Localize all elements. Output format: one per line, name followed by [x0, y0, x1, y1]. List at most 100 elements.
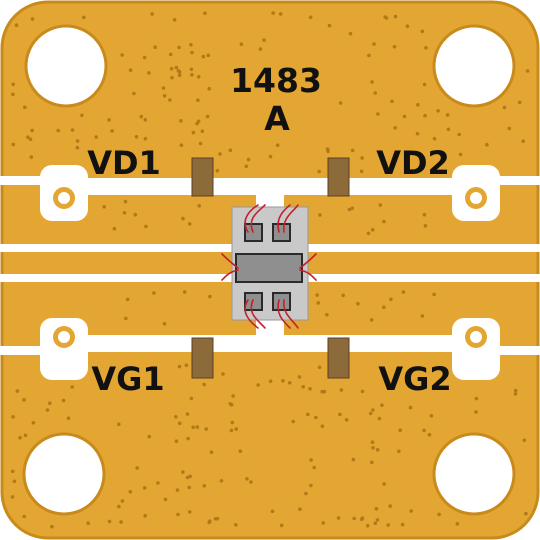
via-dot — [513, 392, 518, 396]
via-dot — [309, 458, 313, 462]
via-dot — [196, 98, 200, 102]
via-dot — [11, 142, 16, 147]
capacitor-vd2 — [327, 157, 350, 197]
via-dot — [374, 507, 379, 511]
via-dot — [179, 119, 183, 123]
via-dot — [12, 479, 17, 484]
via-dot — [238, 449, 243, 454]
via-dot — [356, 301, 360, 306]
via-dot — [147, 71, 151, 75]
via-dot — [415, 131, 420, 136]
via-dot — [485, 142, 489, 147]
via-dot — [189, 67, 194, 72]
via-dot — [169, 67, 174, 71]
via-dot — [502, 105, 507, 110]
via-dot — [388, 504, 393, 508]
via-dot — [221, 372, 225, 376]
via-dot — [376, 112, 380, 116]
via-dot — [249, 480, 253, 484]
via-dot — [474, 396, 479, 401]
via-dot — [209, 450, 214, 455]
via-dot — [207, 520, 211, 525]
via-dot — [390, 99, 394, 104]
via-dot — [168, 52, 173, 57]
via-dot — [392, 44, 397, 49]
via-dot — [229, 428, 234, 433]
via-dot — [174, 65, 179, 70]
via-dot — [190, 73, 194, 77]
via-dot — [163, 497, 168, 502]
via-dot — [10, 469, 15, 474]
via-dot — [318, 213, 322, 217]
via-dot — [521, 139, 525, 143]
via-dot — [360, 156, 364, 160]
capacitor-vg1 — [191, 337, 214, 379]
via-dot — [380, 403, 384, 408]
via-dot — [191, 425, 195, 430]
via-dot — [48, 401, 52, 406]
via-dot — [142, 486, 147, 490]
revision-label: A — [264, 99, 290, 138]
bypass-capacitors — [191, 157, 350, 379]
via-dot — [70, 385, 74, 389]
via-dot — [371, 446, 375, 450]
via-dot — [195, 425, 200, 429]
via-dot — [231, 394, 235, 398]
via-dot — [420, 314, 425, 318]
via-dot — [397, 449, 401, 454]
via-dot — [117, 504, 121, 509]
via-dot — [339, 388, 344, 392]
via-dot — [162, 94, 167, 98]
via-dot — [107, 519, 112, 524]
via-dot — [162, 321, 167, 326]
via-dot — [201, 54, 206, 59]
via-dot — [176, 69, 181, 73]
via-dot — [377, 416, 382, 421]
via-dot — [196, 119, 201, 124]
via-dot — [350, 148, 355, 153]
via-dot — [401, 290, 406, 294]
via-dot — [200, 129, 205, 133]
via-dot — [80, 113, 84, 118]
via-dot — [246, 157, 251, 162]
via-dot — [382, 482, 386, 486]
via-dot — [228, 148, 233, 152]
die-pad-bottom-left — [244, 292, 263, 311]
via-dot — [378, 203, 383, 207]
via-dot — [175, 488, 180, 492]
via-dot — [147, 434, 151, 439]
mounting-hole-top-right — [432, 24, 516, 108]
via-dot — [143, 136, 148, 141]
via-dot — [189, 396, 194, 401]
via-dot — [30, 128, 34, 133]
via-dot — [445, 113, 450, 117]
via-dot — [50, 524, 54, 529]
die-pad-top-right — [272, 223, 291, 242]
via-dot — [420, 29, 425, 34]
via-dot — [437, 512, 441, 517]
via-dot — [112, 226, 117, 231]
via-dot — [153, 45, 157, 49]
via-dot — [179, 143, 184, 147]
via-dot — [230, 420, 235, 425]
via-dot — [28, 137, 33, 142]
via-dot — [371, 408, 375, 412]
via-dot — [11, 415, 15, 419]
via-dot — [143, 513, 147, 518]
via-dot — [45, 408, 50, 412]
via-dot — [325, 147, 330, 151]
via-dot — [315, 293, 320, 297]
via-dot — [132, 91, 136, 96]
via-dot — [402, 114, 407, 119]
via-dot — [327, 23, 332, 28]
via-dot — [23, 433, 28, 438]
via-dot — [244, 164, 249, 169]
via-dot — [152, 291, 156, 295]
via-dot — [409, 509, 414, 513]
capacitor-vg2 — [327, 337, 350, 379]
mounting-hole-top-left — [24, 24, 108, 108]
via-dot — [205, 114, 210, 119]
trace-vg1-left-stub — [0, 346, 48, 355]
via-dot — [382, 219, 386, 224]
